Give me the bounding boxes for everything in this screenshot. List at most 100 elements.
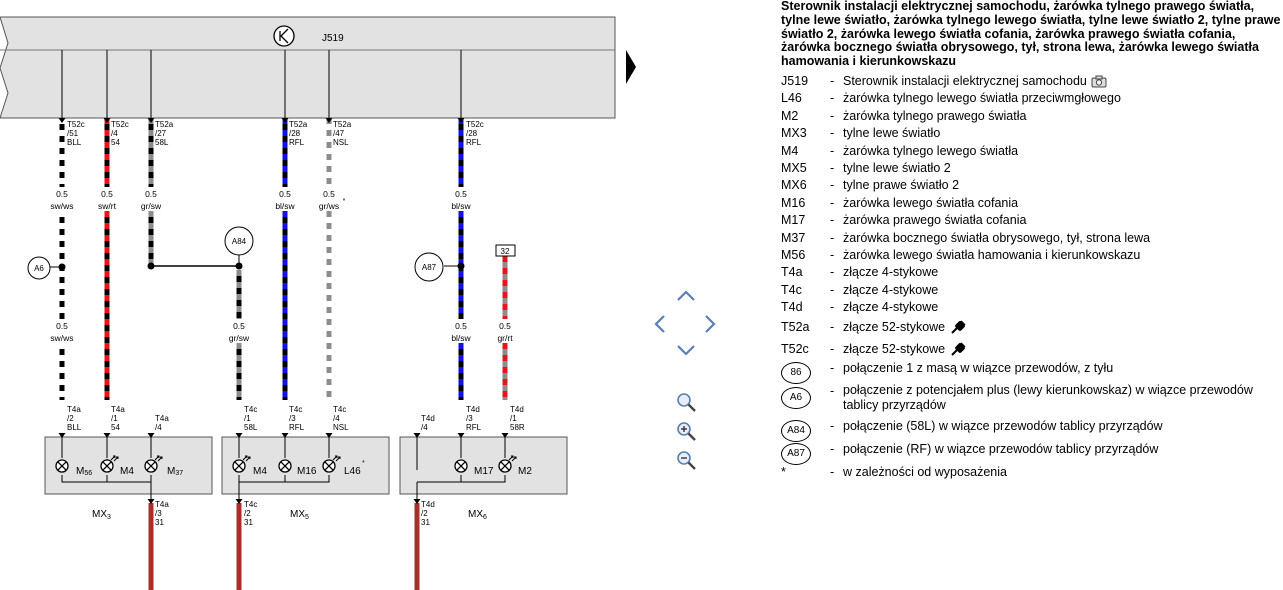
legend-item: MX6-tylne prawe światło 2 <box>781 178 960 193</box>
svg-text:0.5: 0.5 <box>455 321 467 331</box>
connector-label: T52c/454 <box>111 120 129 147</box>
ground-pin-label: T4a/331 <box>155 500 169 527</box>
zoom-in-icon[interactable] <box>676 421 698 443</box>
pin-arrow <box>325 118 333 123</box>
svg-text:/2: /2 <box>421 509 428 518</box>
svg-text:T52a: T52a <box>333 120 352 129</box>
svg-text:31: 31 <box>244 518 253 527</box>
svg-text:M4: M4 <box>253 466 267 477</box>
wire-spec: 0.5gr/rt <box>491 319 519 343</box>
svg-text:/4: /4 <box>111 129 118 138</box>
svg-text:bl/sw: bl/sw <box>451 201 471 211</box>
svg-text:*: * <box>362 460 365 467</box>
control-unit-symbol <box>273 25 295 47</box>
svg-text:/28: /28 <box>289 129 301 138</box>
connector-icon[interactable] <box>949 342 967 358</box>
svg-text:31: 31 <box>421 518 430 527</box>
pin-arrow <box>147 499 155 504</box>
pin-arrow <box>103 118 111 123</box>
lamp-m16: M16 <box>278 459 317 477</box>
junction-a84: A84 <box>147 226 254 270</box>
pin-arrow <box>281 118 289 123</box>
svg-text:58L: 58L <box>155 138 169 147</box>
lamp-l46: L46* <box>322 455 365 477</box>
svg-text:0.5: 0.5 <box>279 189 291 199</box>
svg-text:T4c: T4c <box>244 500 257 509</box>
svg-text:/4: /4 <box>155 423 162 432</box>
ground-pin-label: T4c/231 <box>244 500 257 527</box>
ref-box: 32 <box>495 244 516 257</box>
pin-arrow <box>147 433 155 438</box>
wire-spec: 0.5bl/sw <box>271 187 299 211</box>
legend-item: A87-połączenie (RF) w wiązce przewodów t… <box>781 441 1281 466</box>
wire-spec-labels: 0.5sw/ws 0.5sw/rt 0.5gr/sw 0.5bl/sw 0.5g… <box>48 187 519 343</box>
pin-arrow <box>147 118 155 123</box>
svg-text:54: 54 <box>111 138 120 147</box>
svg-text:/2: /2 <box>67 414 74 423</box>
svg-text:T52c: T52c <box>466 120 484 129</box>
pan-right-icon[interactable] <box>704 314 718 334</box>
connector-icon[interactable] <box>949 320 967 336</box>
legend-item: J519-Sterownik instalacji elektrycznej s… <box>781 73 1281 90</box>
lamps: M56 M4 M37 M4 M16 L46* M17 M2 <box>55 455 532 477</box>
svg-text:bl/sw: bl/sw <box>451 333 471 343</box>
zoom-out-icon[interactable] <box>676 450 698 472</box>
svg-text:/27: /27 <box>155 129 167 138</box>
lamp-m4: M4 <box>100 455 134 477</box>
legend-item: *-w zależności od wyposażenia <box>781 465 1007 480</box>
legend-item: M2-żarówka tylnego prawego światła <box>781 108 1027 123</box>
module-label: MX3 <box>92 509 111 521</box>
legend-item: T4c-złącze 4-stykowe <box>781 282 939 297</box>
svg-text:54: 54 <box>111 423 120 432</box>
pin-arrow <box>281 433 289 438</box>
svg-text:/1: /1 <box>244 414 251 423</box>
svg-text:/2: /2 <box>244 509 251 518</box>
svg-text:M37: M37 <box>167 466 183 477</box>
pin-label: T4d/4 <box>421 414 435 432</box>
pan-down-icon[interactable] <box>676 344 696 358</box>
svg-text:0.5: 0.5 <box>145 189 157 199</box>
legend-panel: Sterownik instalacji elektrycznej samoch… <box>781 0 1281 482</box>
svg-text:RFL: RFL <box>289 138 305 147</box>
module-mx6: MX6 <box>399 436 568 521</box>
svg-text:T4c: T4c <box>289 405 302 414</box>
svg-text:/1: /1 <box>111 414 118 423</box>
svg-text:sw/ws: sw/ws <box>50 333 73 343</box>
svg-text:NSL: NSL <box>333 423 349 432</box>
svg-text:gr/sw: gr/sw <box>229 333 250 343</box>
svg-text:T52c: T52c <box>67 120 85 129</box>
svg-text:T4a: T4a <box>155 500 169 509</box>
pin-arrow <box>413 499 421 504</box>
svg-text:0.5: 0.5 <box>56 189 68 199</box>
module-internal-wiring <box>61 437 506 500</box>
svg-text:/4: /4 <box>333 414 340 423</box>
svg-text:gr/ws: gr/ws <box>319 201 339 211</box>
pan-left-icon[interactable] <box>652 314 666 334</box>
lamp-m37: M37 <box>144 455 183 477</box>
zoom-fit-icon[interactable] <box>676 392 698 414</box>
camera-icon[interactable] <box>1091 75 1107 88</box>
wire-spec: 0.5sw/ws <box>48 319 76 343</box>
pan-up-icon[interactable] <box>676 288 696 302</box>
svg-text:0.5: 0.5 <box>323 189 335 199</box>
legend-item: A6-połączenie z potencjałem plus (lewy k… <box>781 383 1281 418</box>
wire-spec: 0.5sw/rt <box>93 187 121 211</box>
svg-text:58L: 58L <box>244 423 258 432</box>
pin-arrow <box>413 433 421 438</box>
pin-arrow <box>103 433 111 438</box>
legend-item: MX5-tylne lewe światło 2 <box>781 160 951 175</box>
pin-arrow <box>501 433 509 438</box>
legend-item: T52c-złącze 52-stykowe <box>781 338 1281 360</box>
svg-text:*: * <box>343 198 346 205</box>
legend-item: M56-żarówka lewego światła hamowania i k… <box>781 247 1141 262</box>
svg-text:M2: M2 <box>518 466 532 477</box>
pin-arrow <box>457 118 465 123</box>
junction-a6: A6 <box>27 256 66 280</box>
